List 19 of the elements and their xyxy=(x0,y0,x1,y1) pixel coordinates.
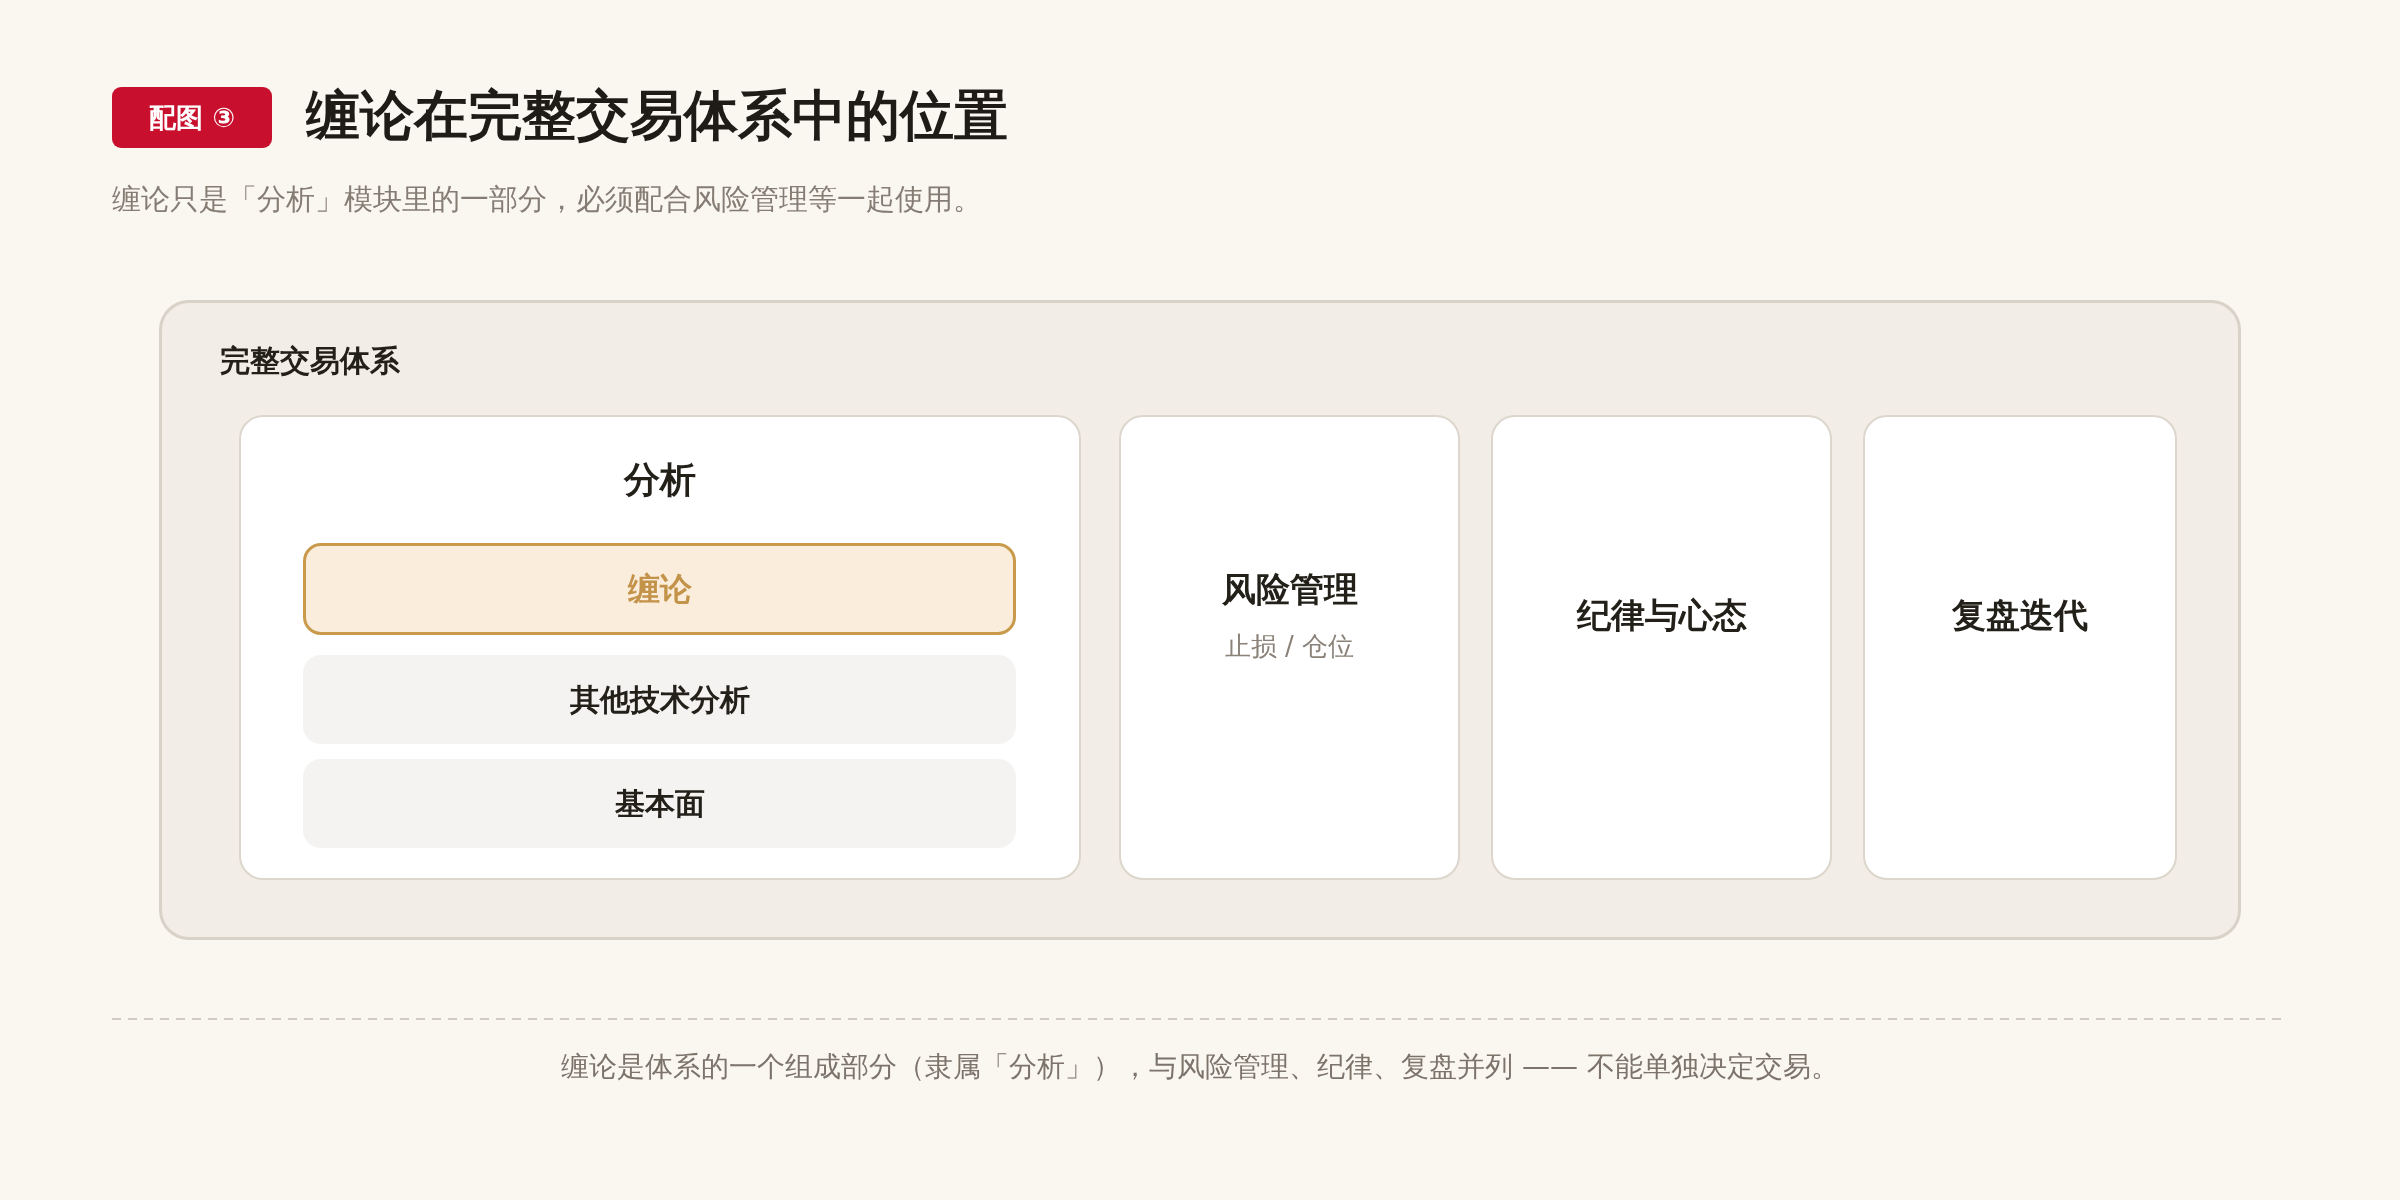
module-title: 风险管理 xyxy=(1221,567,1358,611)
page-title: 缠论在完整交易体系中的位置 xyxy=(306,83,1008,149)
module-subtitle: 止损 / 仓位 xyxy=(1224,629,1355,663)
module-card xyxy=(239,415,1081,880)
module-title: 分析 xyxy=(624,458,696,502)
highlight-panel xyxy=(303,543,1016,635)
subtitle-text: 缠论只是「分析」模块里的一部分，必须配合风险管理等一起使用。 xyxy=(112,181,982,218)
item-label: 其他技术分析 xyxy=(569,680,750,719)
module-card xyxy=(1491,415,1832,880)
panel-heading: 完整交易体系 xyxy=(220,342,400,380)
module-card xyxy=(1119,415,1460,880)
item-label: 基本面 xyxy=(614,784,705,823)
caption-text: 缠论是体系的一个组成部分（隶属「分析」），与风险管理、纪律、复盘并列 —— 不能单独决定交易。 xyxy=(561,1050,1839,1083)
figure-tag: 配图 ③ xyxy=(112,87,272,148)
item-label: 缠论 xyxy=(627,569,692,610)
module-title: 纪律与心态 xyxy=(1576,593,1747,637)
module-card xyxy=(1863,415,2177,880)
system-panel xyxy=(159,300,2241,940)
module-title: 复盘迭代 xyxy=(1952,593,2088,637)
